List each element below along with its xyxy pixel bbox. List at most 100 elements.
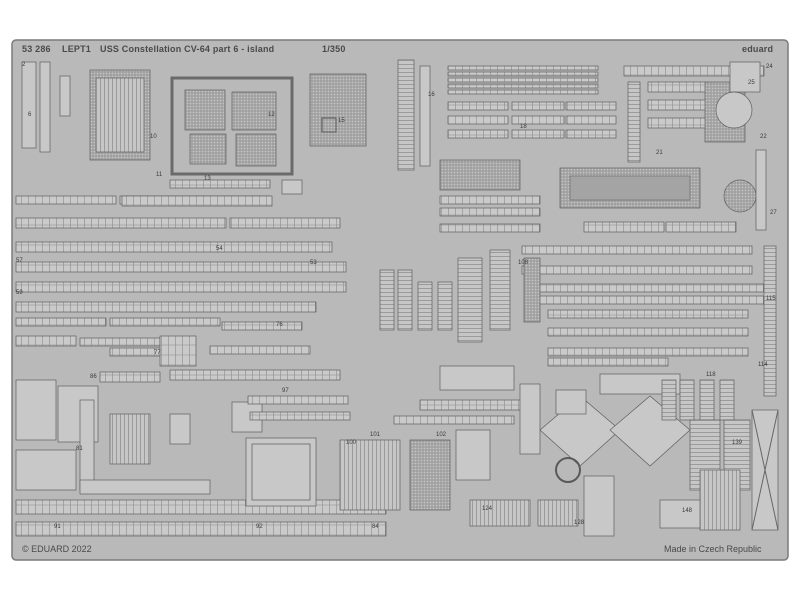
vertical-ladder [627, 81, 641, 163]
railing-strip [547, 347, 749, 357]
railing-strip [15, 301, 317, 313]
door-panel [109, 413, 151, 465]
part-number: 97 [282, 388, 289, 394]
bracket [281, 179, 303, 195]
ladder [379, 269, 395, 331]
railing-strip [15, 195, 117, 205]
ladder [437, 281, 453, 331]
railing-strip [15, 241, 333, 253]
part-number: 24 [766, 64, 773, 70]
railing-strip [511, 115, 565, 125]
grating-panel [309, 73, 367, 147]
part-number: 77 [154, 350, 161, 356]
part-number: 25 [748, 80, 755, 86]
sheet-code: 53 286 [22, 44, 51, 54]
railing-strip [249, 411, 351, 421]
railing-strip [447, 89, 599, 95]
railing-strip [565, 101, 617, 111]
part-number: 18 [520, 124, 527, 130]
part-number: 84 [372, 524, 379, 530]
railing-strip [511, 129, 565, 139]
railing-strip [79, 337, 161, 347]
grating-panel [523, 257, 541, 323]
part-number: 6 [28, 112, 32, 118]
part-number: 53 [310, 260, 317, 266]
railing-strip [121, 195, 273, 207]
vertical-ladder [763, 245, 777, 397]
railing-strip [547, 327, 749, 337]
ladder [417, 281, 433, 331]
railing-strip [511, 101, 565, 111]
part-number: 57 [16, 258, 23, 264]
ring-part [555, 457, 581, 483]
railing-strip [565, 115, 617, 125]
railing-strip [15, 499, 387, 515]
part-number: 22 [760, 134, 767, 140]
bracket [59, 75, 71, 117]
part-number: 139 [732, 440, 743, 446]
radar-array [95, 77, 145, 153]
railing-strip [221, 321, 303, 331]
origin-note: Made in Czech Republic [664, 544, 762, 554]
mast-frame [39, 61, 51, 153]
railing-strip [521, 245, 753, 255]
railing-strip [447, 83, 599, 89]
vertical-ladder [719, 379, 735, 421]
part-number: 102 [436, 432, 447, 438]
strut [79, 399, 95, 491]
bracket [659, 499, 701, 529]
railing-strip [547, 309, 749, 319]
beam [79, 479, 211, 495]
railing-strip [109, 317, 221, 327]
mast-frame [21, 61, 37, 149]
part-number: 148 [682, 508, 693, 514]
railing-strip [15, 521, 387, 537]
grating-panel [184, 89, 226, 131]
railing-strip [533, 283, 765, 293]
railing-strip [447, 115, 509, 125]
part-number: 118 [706, 372, 716, 378]
part-number: 27 [770, 210, 777, 216]
panel-recess [569, 175, 691, 201]
railing-strip [15, 281, 347, 293]
railing-strip [419, 399, 531, 411]
part-number: 108 [518, 260, 529, 266]
part-number: 115 [766, 296, 776, 302]
railing-strip [447, 65, 599, 71]
strut [755, 149, 767, 231]
railing-strip [647, 99, 709, 111]
railing-strip [15, 261, 347, 273]
railing-strip [447, 101, 509, 111]
hatch-ring [321, 117, 337, 133]
box-frame-inner [251, 443, 311, 501]
part-number: 11 [156, 172, 163, 178]
bracket [15, 379, 57, 441]
vertical-ladder [489, 249, 511, 331]
bracket [555, 389, 587, 415]
railing-strip [439, 207, 541, 217]
round-grating [723, 179, 757, 213]
part-number: 16 [428, 92, 435, 98]
strut [419, 65, 431, 167]
railing-strip [447, 71, 599, 77]
grating-panel [235, 133, 277, 167]
railing-strip [533, 295, 765, 305]
railing-block [537, 499, 579, 527]
railing-strip [665, 221, 737, 233]
round-platform [715, 91, 753, 129]
mast [583, 475, 615, 537]
railing-strip [447, 77, 599, 83]
railing-strip [209, 345, 311, 355]
part-number: 86 [90, 374, 97, 380]
railing-strip [439, 223, 541, 233]
lattice-brace [751, 409, 779, 531]
grating-panel [189, 133, 227, 165]
part-number: 100 [346, 440, 357, 446]
railing-strip [15, 317, 107, 327]
vertical-ladder [661, 379, 677, 421]
part-number: 15 [338, 118, 345, 124]
part-number: 12 [268, 112, 275, 118]
bracket [15, 449, 77, 491]
